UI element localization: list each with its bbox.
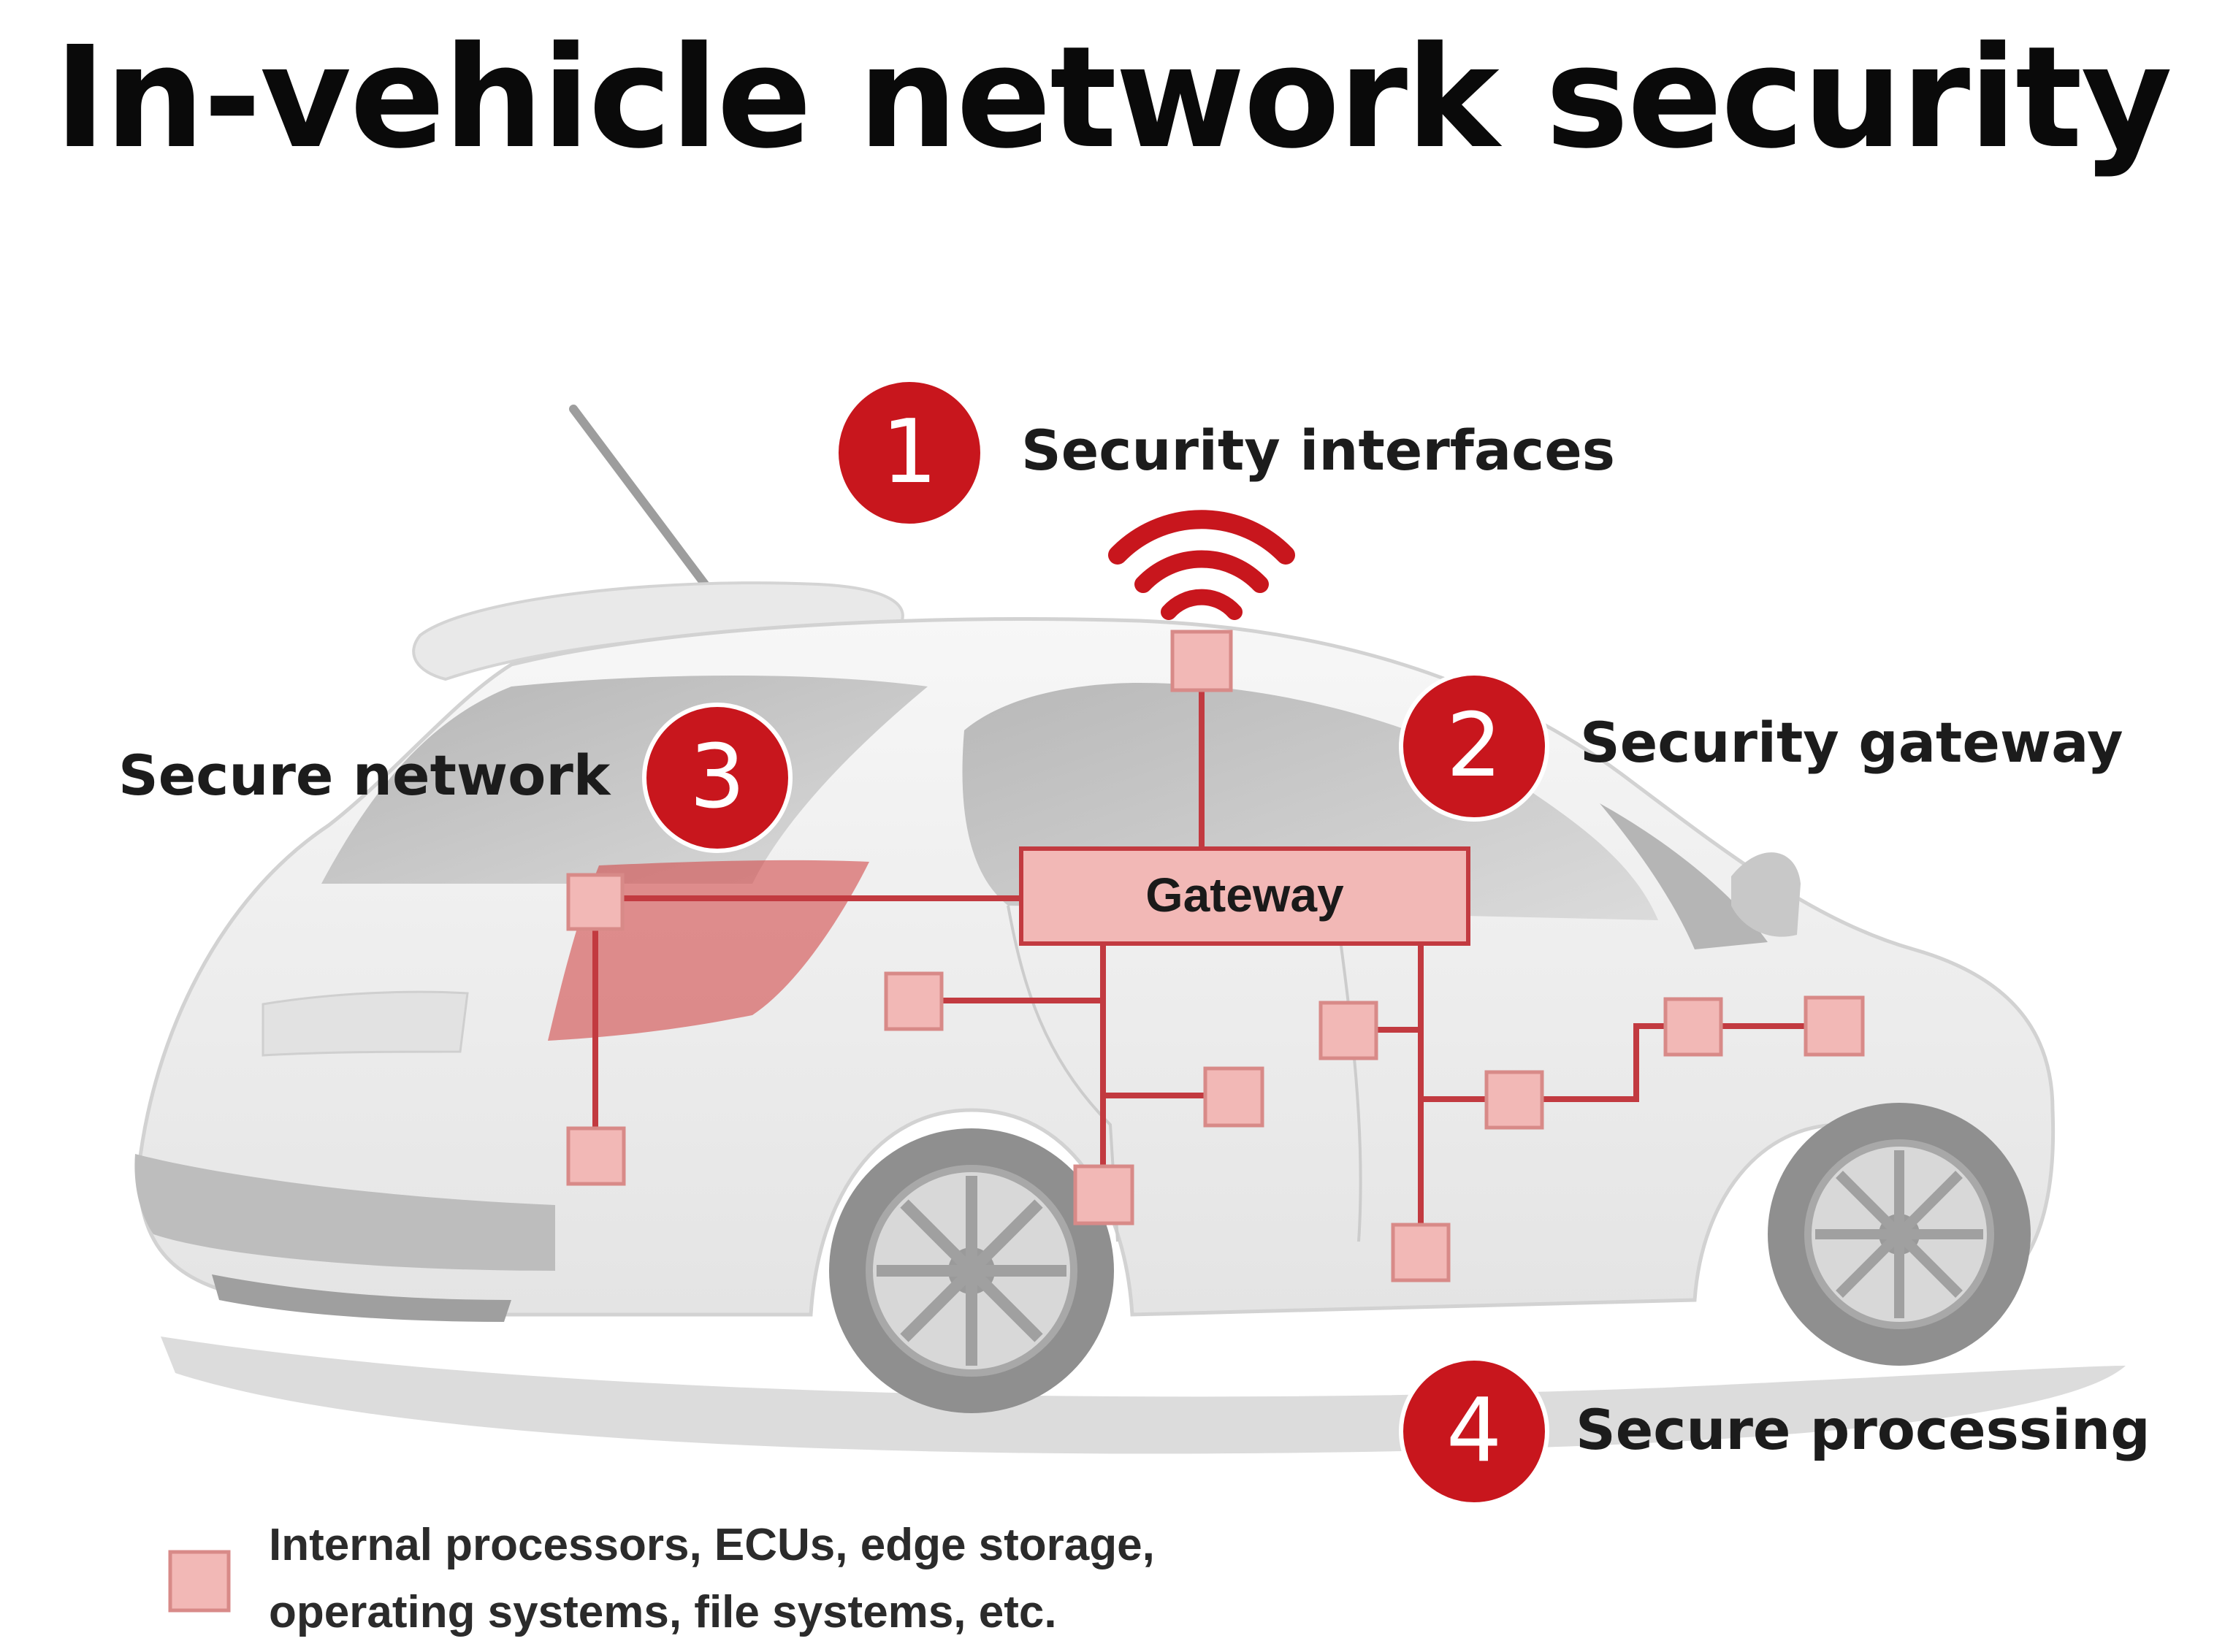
car-rear-window (321, 676, 928, 884)
car-windshield (1600, 803, 1768, 949)
badge-2-circle (1399, 671, 1549, 822)
link-right-chain (1421, 1023, 1812, 1102)
callout-label-security-interfaces: Security interfaces (1021, 418, 1615, 483)
car-rear-plate (262, 990, 469, 1057)
ecu-node-right-1 (1318, 1001, 1378, 1060)
wifi-signal-icon (1108, 510, 1295, 620)
legend-line-2: operating systems, file systems, etc. (269, 1587, 1057, 1637)
badge-4-circle (1399, 1356, 1549, 1507)
ecu-node-left-2 (1203, 1066, 1264, 1128)
callout-badges (642, 378, 1549, 1507)
ecu-node-right-3 (1391, 1223, 1451, 1282)
ecu-node-rear-top (566, 873, 625, 931)
badge-4-number: 4 (1446, 1380, 1503, 1482)
gateway-label: Gateway (1145, 868, 1344, 922)
network-lines (592, 690, 1812, 1249)
badge-3-circle (642, 703, 793, 853)
ecu-node-right-4 (1663, 997, 1723, 1057)
badge-1-number: 1 (881, 402, 938, 503)
ecu-node-left-1 (884, 971, 944, 1031)
ecu-node-left-3 (1073, 1164, 1134, 1225)
legend-text: Internal processors, ECUs, edge storage,… (269, 1512, 1365, 1646)
legend-line-1: Internal processors, ECUs, edge storage, (269, 1520, 1155, 1570)
ecu-node-right-2 (1484, 1070, 1544, 1130)
legend-swatch (168, 1550, 231, 1613)
ecu-node-rear-bottom (566, 1126, 626, 1186)
ecu-node-right-5 (1804, 995, 1865, 1057)
car-tail-light (548, 860, 869, 1041)
car-antenna (569, 405, 720, 603)
car-door-line (1007, 905, 1119, 1242)
callout-label-secure-network: Secure network (118, 743, 611, 808)
ecu-node-interface (1170, 630, 1233, 692)
car-rear-wheel (829, 1128, 1114, 1413)
car-side-mirror (1731, 852, 1801, 937)
callout-label-secure-processing: Secure processing (1576, 1397, 2150, 1462)
car-front-wheel (1768, 1103, 2031, 1366)
car-door-line-2 (1335, 912, 1362, 1242)
callout-label-security-gateway: Security gateway (1580, 710, 2123, 775)
badge-2-number: 2 (1446, 695, 1503, 797)
badge-3-number: 3 (689, 727, 746, 828)
car-rear-bumper (134, 1154, 556, 1271)
page-title: In-vehicle network security (54, 17, 2172, 180)
badge-1-circle (834, 378, 985, 528)
car-lower-trim (212, 1274, 511, 1322)
ecu-nodes (566, 630, 1865, 1282)
car-ground-shadow (161, 1336, 2126, 1454)
gateway-box (1019, 846, 1470, 946)
